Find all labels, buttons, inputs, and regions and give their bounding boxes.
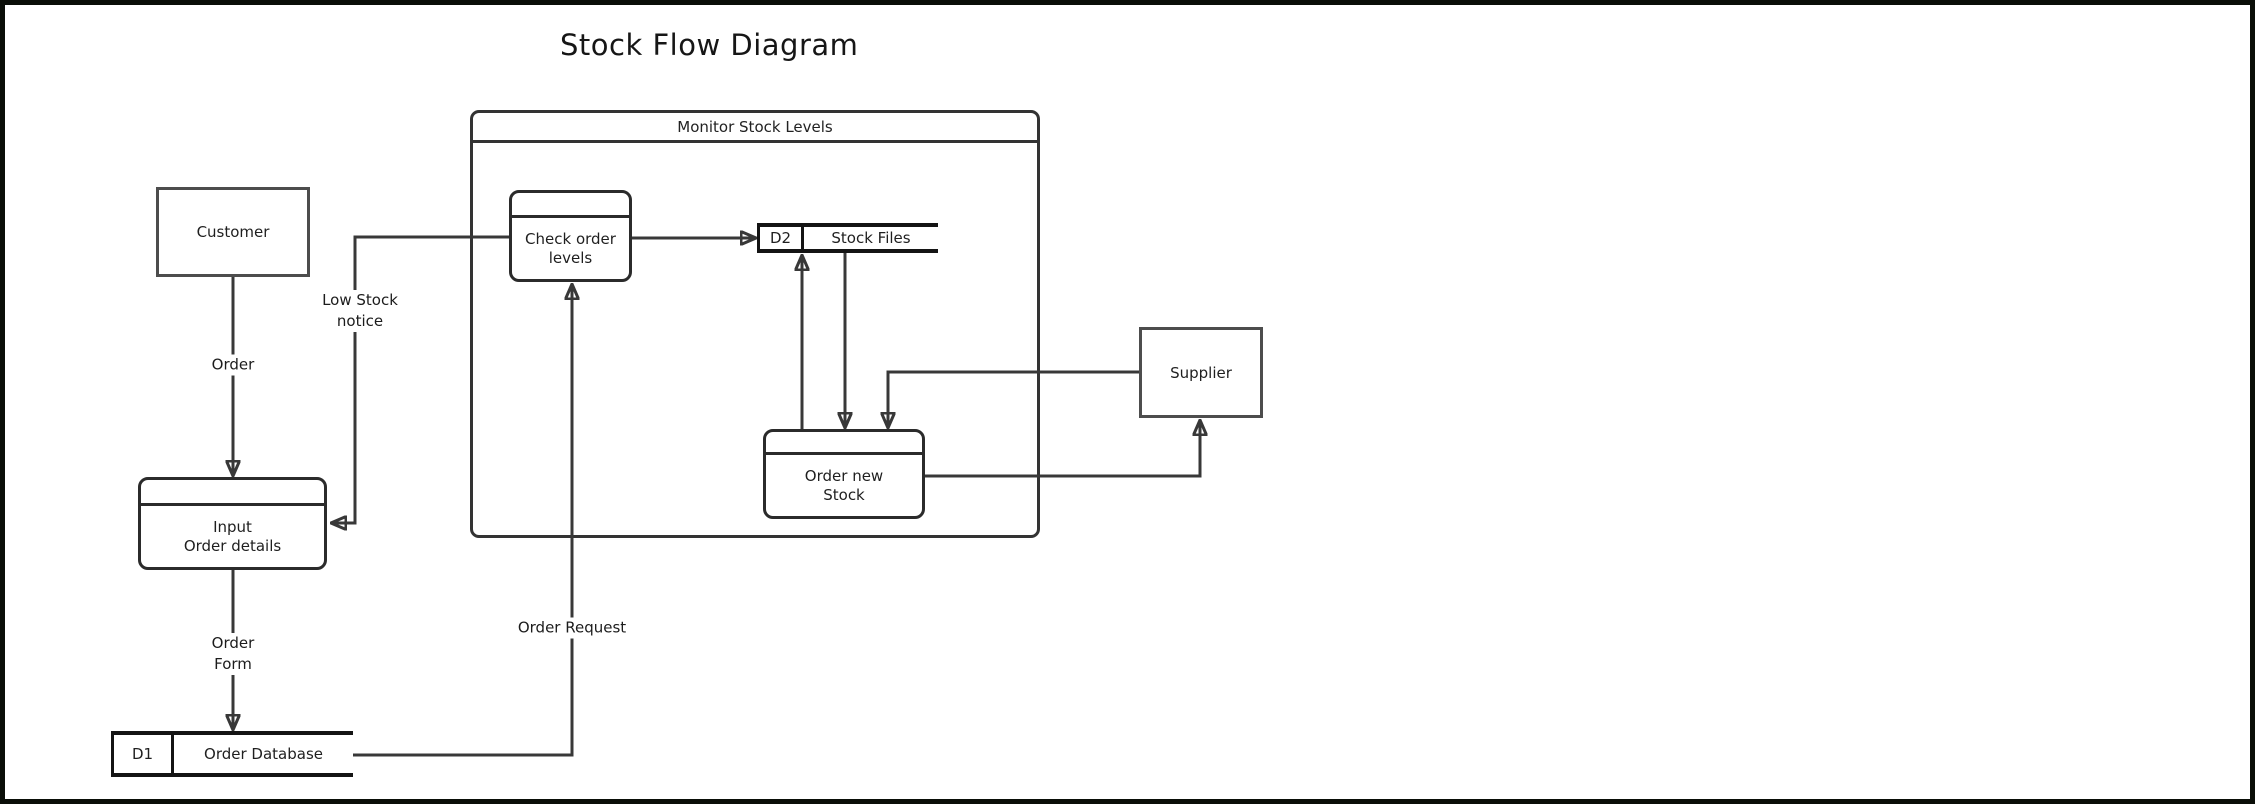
process-input-order-details: Input Order details (138, 477, 327, 570)
label-line: levels (548, 248, 593, 267)
flow-supplier-to-order-new-stock-line (888, 370, 1139, 426)
flow-label-order: Order (208, 354, 258, 376)
flow-label-order-request: Order Request (514, 617, 630, 639)
datastore-id-badge: D1 (114, 735, 174, 773)
datastore-id-badge: D2 (760, 227, 804, 249)
group-monitor-stock-levels: Monitor Stock Levels (470, 110, 1040, 538)
process-input-order-details-label: Input Order details (141, 506, 324, 567)
process-check-order-levels-label: Check order levels (512, 218, 629, 279)
process-band (512, 193, 629, 218)
datastore-name: Order Database (204, 745, 323, 763)
label-line: Form (214, 655, 252, 673)
flow-low-stock-notice-line (333, 235, 509, 523)
diagram-title: Stock Flow Diagram (560, 28, 859, 62)
process-order-new-stock-label: Order new Stock (766, 455, 922, 516)
entity-supplier-label: Supplier (1170, 363, 1232, 382)
flow-label-order-form: Order Form (208, 633, 258, 675)
entity-supplier: Supplier (1139, 327, 1263, 418)
flow-label-low-stock-notice: Low Stock notice (319, 290, 401, 332)
entity-customer-label: Customer (196, 223, 270, 241)
label-line: Order details (183, 536, 282, 555)
process-band (141, 480, 324, 506)
datastore-order-database: D1 Order Database (111, 731, 353, 777)
flow-order-request-line (353, 286, 572, 757)
flow-order-new-stock-to-supplier-line (925, 422, 1200, 478)
label-line: Low Stock (322, 291, 398, 309)
label-line: notice (336, 312, 384, 330)
datastore-name: Stock Files (831, 229, 911, 247)
group-title: Monitor Stock Levels (677, 117, 833, 136)
group-header: Monitor Stock Levels (473, 113, 1037, 143)
label-line: Order new (804, 466, 884, 485)
label-line: Stock (823, 485, 865, 504)
datastore-stock-files: D2 Stock Files (757, 223, 938, 253)
label-line: Check order (525, 229, 616, 248)
label-line: Input (213, 517, 252, 536)
process-check-order-levels: Check order levels (509, 190, 632, 282)
label-line: Order (211, 634, 255, 652)
entity-customer: Customer (156, 187, 310, 277)
process-order-new-stock: Order new Stock (763, 429, 925, 519)
process-band (766, 432, 922, 455)
